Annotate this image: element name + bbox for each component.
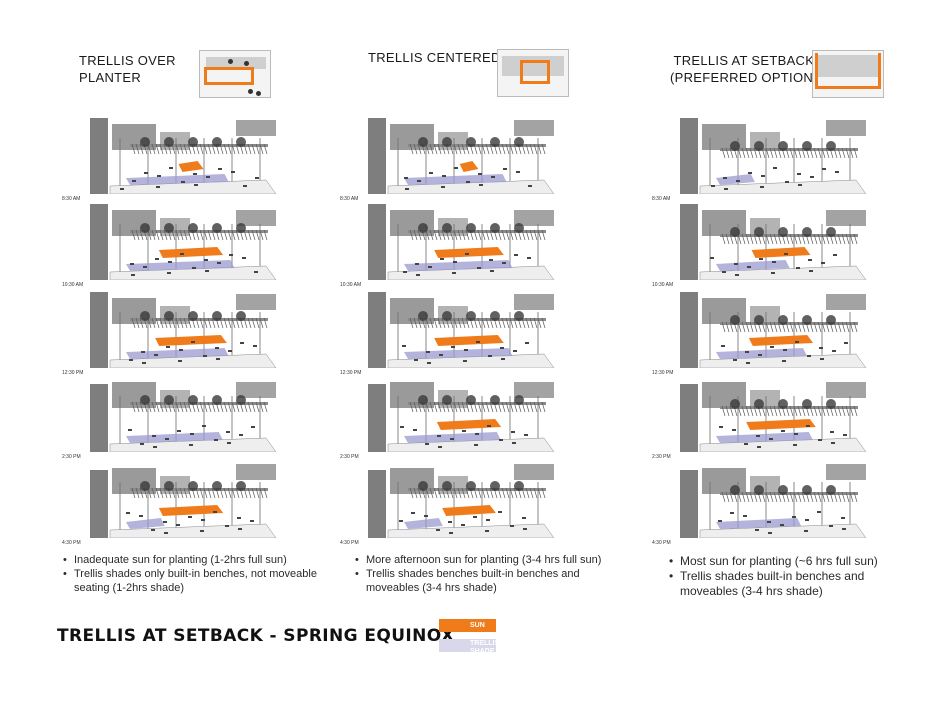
- time-label: 4:30 PM: [340, 540, 359, 546]
- shadow-study-frame: [90, 118, 276, 194]
- shadow-study-frame: [680, 292, 866, 368]
- time-label: 2:30 PM: [652, 454, 671, 460]
- shadow-study-frame: [680, 118, 866, 194]
- time-label: 2:30 PM: [62, 454, 81, 460]
- time-label: 10:30 AM: [340, 282, 362, 288]
- option-3-notes: Most sun for planting (~6 hrs full sun) …: [669, 554, 901, 599]
- shadow-study-frame: [90, 376, 276, 452]
- time-label: 10:30 AM: [62, 282, 84, 288]
- shadow-study-frame: [368, 292, 554, 368]
- shadow-study-frame: [90, 204, 276, 280]
- option-3-note-1: Most sun for planting (~6 hrs full sun): [669, 554, 901, 569]
- legend-shade-label: TRELLIS SHADE: [470, 640, 500, 655]
- option-1-title-line-2: PLANTER: [79, 70, 142, 85]
- time-label: 12:30 PM: [652, 370, 674, 376]
- shadow-study-frame: [90, 292, 276, 368]
- option-2-notes: More afternoon sun for planting (3-4 hrs…: [355, 553, 620, 595]
- shadow-study-frame: [368, 376, 554, 452]
- shadow-study-frame: [680, 376, 866, 452]
- time-label: 8:30 AM: [340, 196, 359, 202]
- time-label: 4:30 PM: [62, 540, 81, 546]
- option-1-title-line-1: TRELLIS OVER: [79, 53, 176, 68]
- time-label: 12:30 PM: [62, 370, 84, 376]
- option-1-key-plan: [199, 50, 271, 98]
- option-1-title: TRELLIS OVER PLANTER: [79, 52, 176, 86]
- option-2-title: TRELLIS CENTERED: [368, 49, 501, 66]
- option-3-title-line-2: (PREFERRED OPTION): [670, 70, 818, 85]
- option-3-note-2: Trellis shades built-in benches and move…: [669, 569, 901, 599]
- page-title: TRELLIS AT SETBACK - SPRING EQUINOX: [57, 626, 455, 646]
- time-label: 8:30 AM: [652, 196, 671, 202]
- time-label: 10:30 AM: [652, 282, 674, 288]
- shadow-study-frame: [368, 462, 554, 538]
- time-label: 2:30 PM: [340, 454, 359, 460]
- option-2-title-line-1: TRELLIS CENTERED: [368, 50, 501, 65]
- time-label: 8:30 AM: [62, 196, 81, 202]
- time-label: 4:30 PM: [652, 540, 671, 546]
- legend-sun-swatch: [439, 619, 496, 632]
- option-3-title: TRELLIS AT SETBACK (PREFERRED OPTION): [670, 52, 818, 86]
- shadow-study-frame: [90, 462, 276, 538]
- shadow-study-frame: [368, 204, 554, 280]
- option-3-key-plan: [812, 50, 884, 98]
- shadow-study-frame: [680, 462, 866, 538]
- time-label: 12:30 PM: [340, 370, 362, 376]
- option-2-note-2: Trellis shades benches built-in benches …: [355, 567, 620, 595]
- option-1-note-1: Inadequate sun for planting (1-2hrs full…: [63, 553, 333, 567]
- shadow-study-frame: [680, 204, 866, 280]
- option-1-note-2: Trellis shades only built-in benches, no…: [63, 567, 333, 595]
- option-2-note-1: More afternoon sun for planting (3-4 hrs…: [355, 553, 620, 567]
- legend-shade-swatch: [439, 639, 496, 652]
- option-2-key-plan: [497, 49, 569, 97]
- option-1-notes: Inadequate sun for planting (1-2hrs full…: [63, 553, 333, 595]
- option-3-title-line-1: TRELLIS AT SETBACK: [673, 53, 815, 68]
- shadow-study-frame: [368, 118, 554, 194]
- legend-sun-label: SUN: [470, 622, 485, 629]
